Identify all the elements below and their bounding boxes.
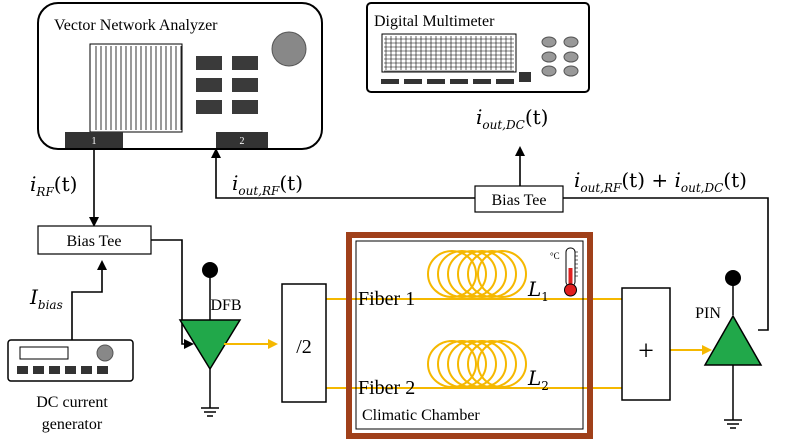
- wires: [71, 146, 769, 349]
- vna-screen: [89, 43, 183, 133]
- dc-gen-label-line1: DC current: [36, 394, 108, 411]
- bias-tee-right-label: Bias Tee: [491, 192, 546, 209]
- wire-pin-to-bias-tee: [563, 197, 769, 331]
- dc-gen-display: [19, 346, 69, 360]
- combiner-label: +: [638, 336, 654, 367]
- dc-gen-label-line2: generator: [42, 416, 103, 433]
- splitter-label: /2: [296, 336, 312, 358]
- multimeter-title: Digital Multimeter: [374, 13, 495, 30]
- vna-keypad: [196, 56, 258, 114]
- pin-bias-terminal: [725, 270, 741, 286]
- dc-gen-knob: [96, 344, 114, 362]
- bias-tee-right: Bias Tee: [474, 185, 564, 213]
- vna-port-2: [216, 132, 268, 148]
- climatic-chamber: Climatic Chamber Fiber 1 Fiber 2 L1 L2 °…: [346, 232, 593, 439]
- vna-port-2-label: 2: [240, 136, 245, 147]
- vector-network-analyzer: Vector Network Analyzer 1 2: [37, 2, 323, 150]
- fiber-coil-1: [427, 250, 527, 298]
- fiber-2-label: Fiber 2: [358, 377, 415, 399]
- wire-bias-tee-to-port2: [211, 148, 475, 199]
- vna-knob: [271, 31, 307, 67]
- length-l1: L1: [527, 277, 549, 304]
- thermometer-unit: °C: [550, 251, 560, 261]
- bias-tee-left-label: Bias Tee: [66, 233, 121, 250]
- dc-current-generator: DC current generator: [7, 339, 134, 433]
- fiber-coil-2: [427, 340, 527, 388]
- pin-ground-icon: [724, 419, 742, 429]
- optical-paths: [224, 298, 712, 389]
- dfb-label: DFB: [210, 297, 241, 314]
- vna-port-1: [65, 132, 123, 148]
- dfb-bias-terminal: [202, 262, 218, 278]
- splitter: /2: [281, 283, 327, 403]
- dfb-laser: DFB: [178, 262, 242, 417]
- chamber-label: Climatic Chamber: [362, 407, 480, 424]
- dfb-ground-icon: [201, 407, 219, 417]
- vna-port-1-label: 1: [92, 136, 97, 147]
- label-i-out-sum: iout,RF(t) + iout,DC(t): [574, 168, 747, 195]
- wire-dc-gen-to-bias-tee: [71, 260, 107, 340]
- wire-bias-tee-to-dfb: [151, 239, 194, 349]
- length-l2: L2: [527, 366, 549, 393]
- label-i-bias: Ibias: [29, 285, 63, 312]
- label-i-rf: iRF(t): [30, 172, 77, 199]
- label-i-out-dc: iout,DC(t): [476, 105, 548, 132]
- multimeter-buttons: [541, 36, 579, 77]
- fiber-1-label: Fiber 1: [358, 288, 415, 310]
- combiner: +: [621, 287, 671, 401]
- chamber-outer-border: [346, 232, 593, 439]
- chamber-inner-border: [355, 240, 584, 430]
- multimeter-screen: [381, 33, 517, 73]
- label-i-out-rf: iout,RF(t): [232, 171, 303, 198]
- multimeter-keys: [381, 72, 531, 84]
- pin-label: PIN: [695, 305, 721, 322]
- thermometer-icon: °C: [550, 247, 578, 297]
- pin-photodiode: PIN: [695, 270, 763, 429]
- vna-title: Vector Network Analyzer: [54, 17, 218, 34]
- digital-multimeter: Digital Multimeter: [366, 2, 590, 93]
- bias-tee-left: Bias Tee: [37, 225, 152, 255]
- pin-triangle: [703, 314, 763, 366]
